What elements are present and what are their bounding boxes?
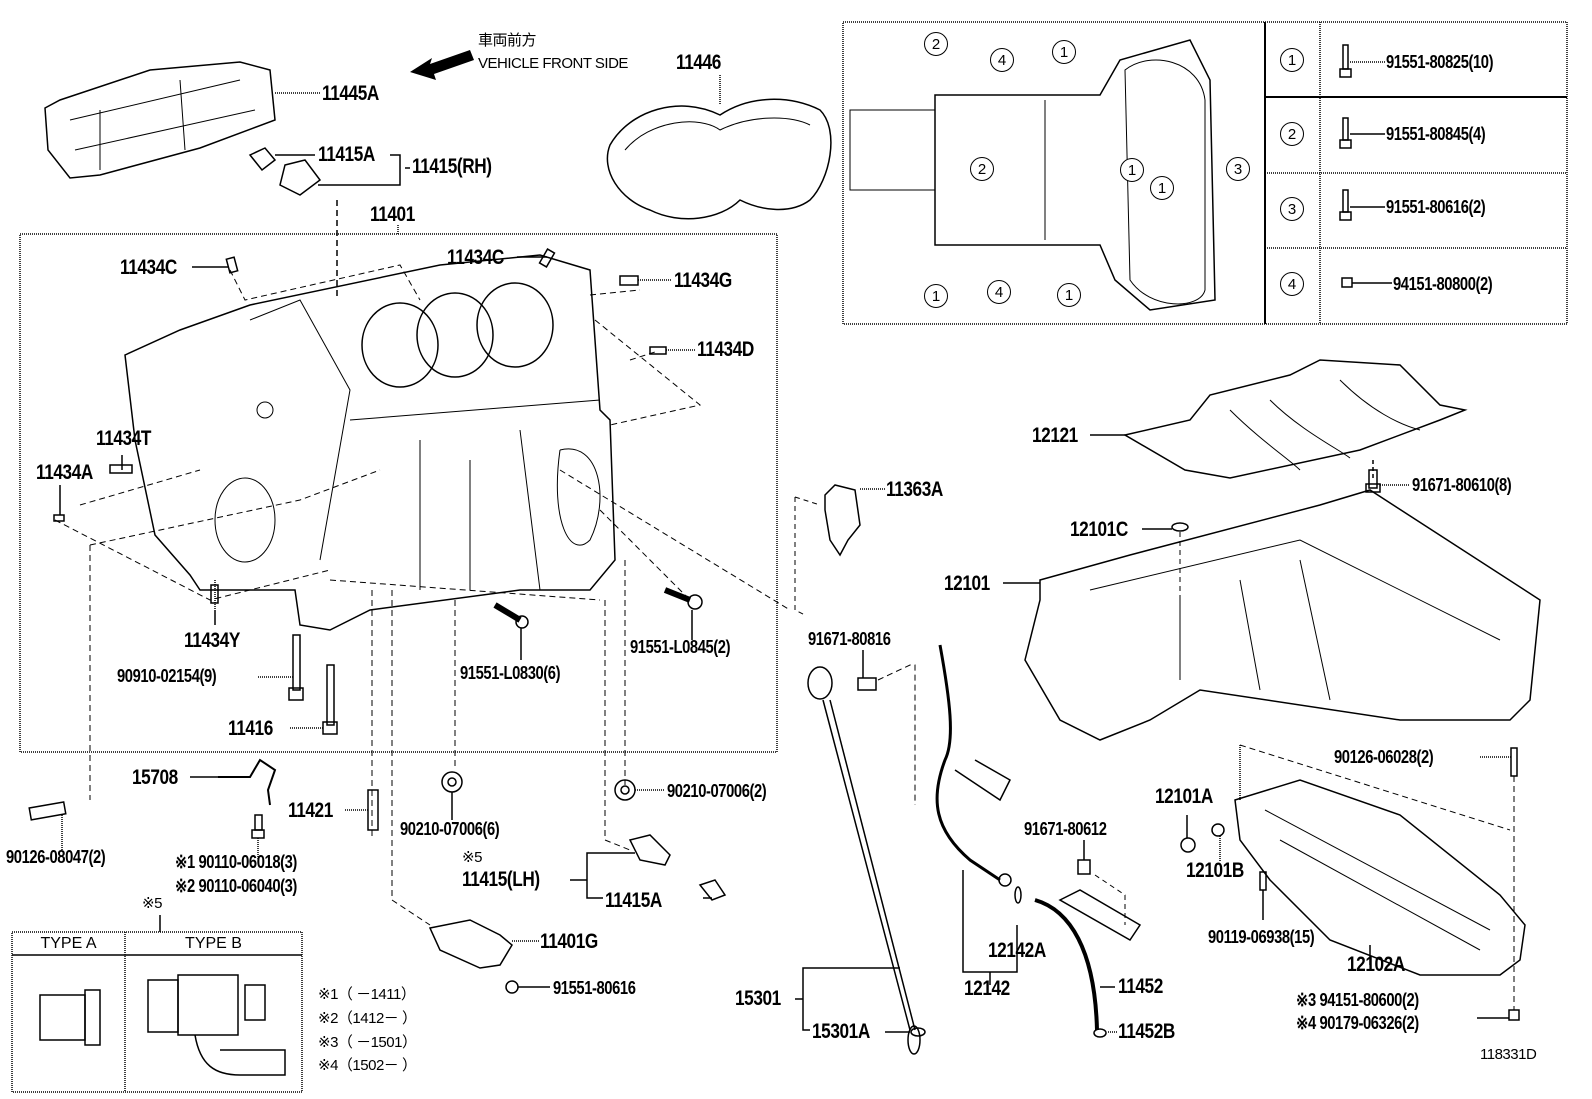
part-label-12121[interactable]: 12121 — [1032, 424, 1078, 447]
type-a-plug-icon — [39, 994, 86, 1041]
inset-callout: 4 — [987, 280, 1011, 304]
legend-number: 2 — [1280, 122, 1304, 146]
inset-callout: 1 — [1057, 283, 1081, 307]
part-label-12101[interactable]: 12101 — [944, 572, 990, 595]
bolt-layout-inset — [842, 21, 1568, 325]
part-label-90210-07006-6[interactable]: 90210-07006(6) — [400, 819, 500, 839]
direction-english: VEHICLE FRONT SIDE — [478, 55, 628, 72]
part-label-11416[interactable]: 11416 — [228, 717, 273, 740]
part-label-15708[interactable]: 15708 — [132, 766, 178, 789]
footnote-3: ※3（ －1501） — [318, 1034, 417, 1051]
part-label-91551-L0845[interactable]: 91551-L0845(2) — [630, 637, 731, 657]
part-12102A-shape — [1234, 779, 1526, 976]
inset-callout: 1 — [1150, 176, 1174, 200]
part-11452-shape — [1034, 898, 1099, 1031]
part-label-11434T[interactable]: 11434T — [96, 427, 152, 450]
part-label-12142A[interactable]: 12142A — [988, 939, 1046, 962]
part-11401G-shape — [428, 919, 513, 969]
part-label-12101A[interactable]: 12101A — [1155, 785, 1213, 808]
part-label-11415A[interactable]: 11415A — [318, 143, 375, 166]
inset-callout: 2 — [924, 32, 948, 56]
part-12121-shape — [1122, 359, 1468, 479]
inset-callout: 1 — [1120, 158, 1144, 182]
legend-number: 1 — [1280, 48, 1304, 72]
part-label-91671-80610[interactable]: 91671-80610(8) — [1412, 475, 1512, 495]
type-table — [11, 931, 303, 1093]
part-15301-shape — [807, 666, 833, 700]
legend-part-91551-80825[interactable]: 91551-80825(10) — [1386, 52, 1494, 72]
part-label-11445A[interactable]: 11445A — [322, 82, 379, 105]
part-label-11415-lh[interactable]: 11415(LH) — [462, 868, 540, 891]
direction-japanese: 車両前方 — [478, 32, 537, 49]
part-label-90119-06938[interactable]: 90119-06938(15) — [1208, 927, 1315, 947]
type-table-ref: ※5 — [142, 895, 162, 912]
part-label-11415-rh[interactable]: 11415(RH) — [412, 155, 492, 178]
part-label-11452[interactable]: 11452 — [1118, 975, 1163, 998]
part-label-11401[interactable]: 11401 — [370, 203, 415, 226]
part-label-91671-80816[interactable]: 91671-80816 — [808, 629, 891, 649]
part-label-11452B[interactable]: 11452B — [1118, 1020, 1175, 1043]
part-15708-shape — [218, 758, 277, 806]
part-label-12101B[interactable]: 12101B — [1186, 859, 1244, 882]
part-label-90126-06028[interactable]: 90126-06028(2) — [1334, 747, 1434, 767]
note-ref-5: ※5 — [462, 849, 482, 866]
part-label-12102A[interactable]: 12102A — [1347, 953, 1405, 976]
part-label-91551-L0830[interactable]: 91551-L0830(6) — [460, 663, 561, 683]
part-label-12101C[interactable]: 12101C — [1070, 518, 1128, 541]
footnote-1: ※1（ －1411） — [318, 986, 416, 1003]
inset-callout: 4 — [990, 48, 1014, 72]
part-label-11434C-left[interactable]: 11434C — [120, 256, 177, 279]
front-direction-arrow-icon — [410, 50, 474, 80]
type-b-plug-icon — [147, 979, 179, 1033]
part-11415A-top-shape — [248, 147, 277, 172]
legend-number: 3 — [1280, 197, 1304, 221]
part-11363A-shape — [824, 484, 861, 557]
part-label-11363A[interactable]: 11363A — [886, 478, 943, 501]
part-label-11415A-lh[interactable]: 11415A — [605, 889, 662, 912]
part-label-11434G[interactable]: 11434G — [674, 269, 732, 292]
legend-number: 4 — [1280, 272, 1304, 296]
part-label-90910-02154[interactable]: 90910-02154(9) — [117, 666, 217, 686]
part-11445A-shape — [44, 61, 276, 179]
part-label-90210-07006-2[interactable]: 90210-07006(2) — [667, 781, 767, 801]
part-label-91551-80616[interactable]: 91551-80616 — [553, 978, 636, 998]
part-label-12142[interactable]: 12142 — [964, 977, 1010, 1000]
part-label-11434D[interactable]: 11434D — [697, 338, 754, 361]
inset-callout: 1 — [924, 284, 948, 308]
part-label-90110-06040[interactable]: ※2 90110-06040(3) — [175, 876, 297, 896]
inset-callout: 2 — [970, 157, 994, 181]
footnote-2: ※2（1412－ ） — [318, 1010, 417, 1027]
part-label-11434A[interactable]: 11434A — [36, 461, 93, 484]
part-label-11401G[interactable]: 11401G — [540, 930, 598, 953]
type-b-header: TYPE B — [185, 935, 242, 952]
footnote-4: ※4（1502－ ） — [318, 1057, 417, 1074]
part-label-11446[interactable]: 11446 — [676, 51, 721, 74]
inset-callout: 1 — [1052, 40, 1076, 64]
part-label-90110-06018[interactable]: ※1 90110-06018(3) — [175, 852, 297, 872]
part-label-11434C-mid[interactable]: 11434C — [447, 246, 504, 269]
catalog-id: 118331D — [1480, 1046, 1537, 1063]
part-label-90126-08047[interactable]: 90126-08047(2) — [6, 847, 106, 867]
part-11446-shape — [606, 98, 832, 220]
legend-part-94151-80800[interactable]: 94151-80800(2) — [1393, 274, 1493, 294]
legend-part-91551-80616[interactable]: 91551-80616(2) — [1386, 197, 1486, 217]
part-12142-shape — [935, 644, 1001, 882]
part-label-11421[interactable]: 11421 — [288, 799, 333, 822]
inset-callout: 3 — [1226, 157, 1250, 181]
part-label-91671-80612[interactable]: 91671-80612 — [1024, 819, 1107, 839]
part-label-11434Y[interactable]: 11434Y — [184, 629, 240, 652]
part-label-94151-80600[interactable]: ※3 94151-80600(2) — [1296, 990, 1419, 1010]
part-label-15301[interactable]: 15301 — [735, 987, 781, 1010]
cylinder-block-shape — [124, 254, 616, 631]
legend-part-91551-80845[interactable]: 91551-80845(4) — [1386, 124, 1486, 144]
part-label-90179-06326[interactable]: ※4 90179-06326(2) — [1296, 1013, 1419, 1033]
part-label-15301A[interactable]: 15301A — [812, 1020, 870, 1043]
type-a-header: TYPE A — [40, 935, 97, 952]
part-12101-shape — [1024, 489, 1541, 741]
